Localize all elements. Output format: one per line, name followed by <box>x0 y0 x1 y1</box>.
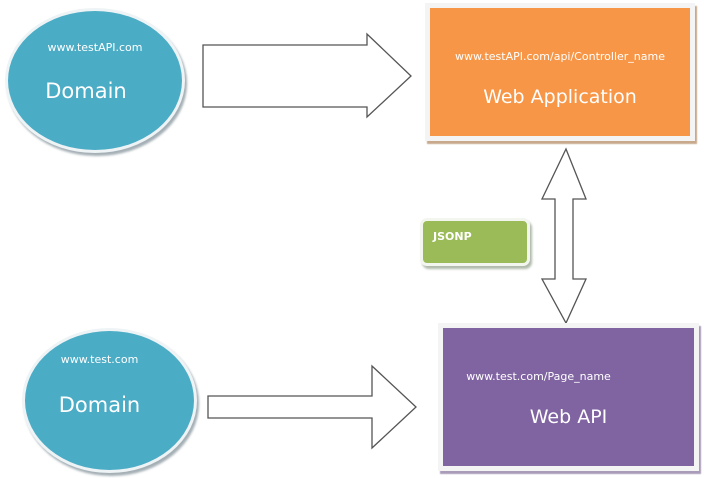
bidirectional-arrow <box>540 147 588 325</box>
top-domain-label: Domain <box>45 79 127 103</box>
bottom-domain-node: www.test.com Domain <box>22 328 197 473</box>
web-api-url: www.test.com/Page_name <box>466 370 611 383</box>
web-application-node: www.testAPI.com/api/Controller_name Web … <box>425 3 695 141</box>
web-api-label: Web API <box>529 406 608 428</box>
web-application-label: Web Application <box>483 86 637 108</box>
right-arrow-bottom <box>207 364 417 450</box>
bottom-domain-url: www.test.com <box>60 353 139 366</box>
bottom-domain-label: Domain <box>58 393 141 417</box>
jsonp-label-box: JSONP <box>420 218 530 266</box>
top-domain-node: www.testAPI.com Domain <box>5 8 185 153</box>
right-arrow-top <box>202 32 412 119</box>
web-application-url: www.testAPI.com/api/Controller_name <box>455 50 665 63</box>
top-domain-url: www.testAPI.com <box>47 41 143 54</box>
web-api-node: www.test.com/Page_name Web API <box>438 323 699 471</box>
jsonp-label: JSONP <box>433 230 472 243</box>
